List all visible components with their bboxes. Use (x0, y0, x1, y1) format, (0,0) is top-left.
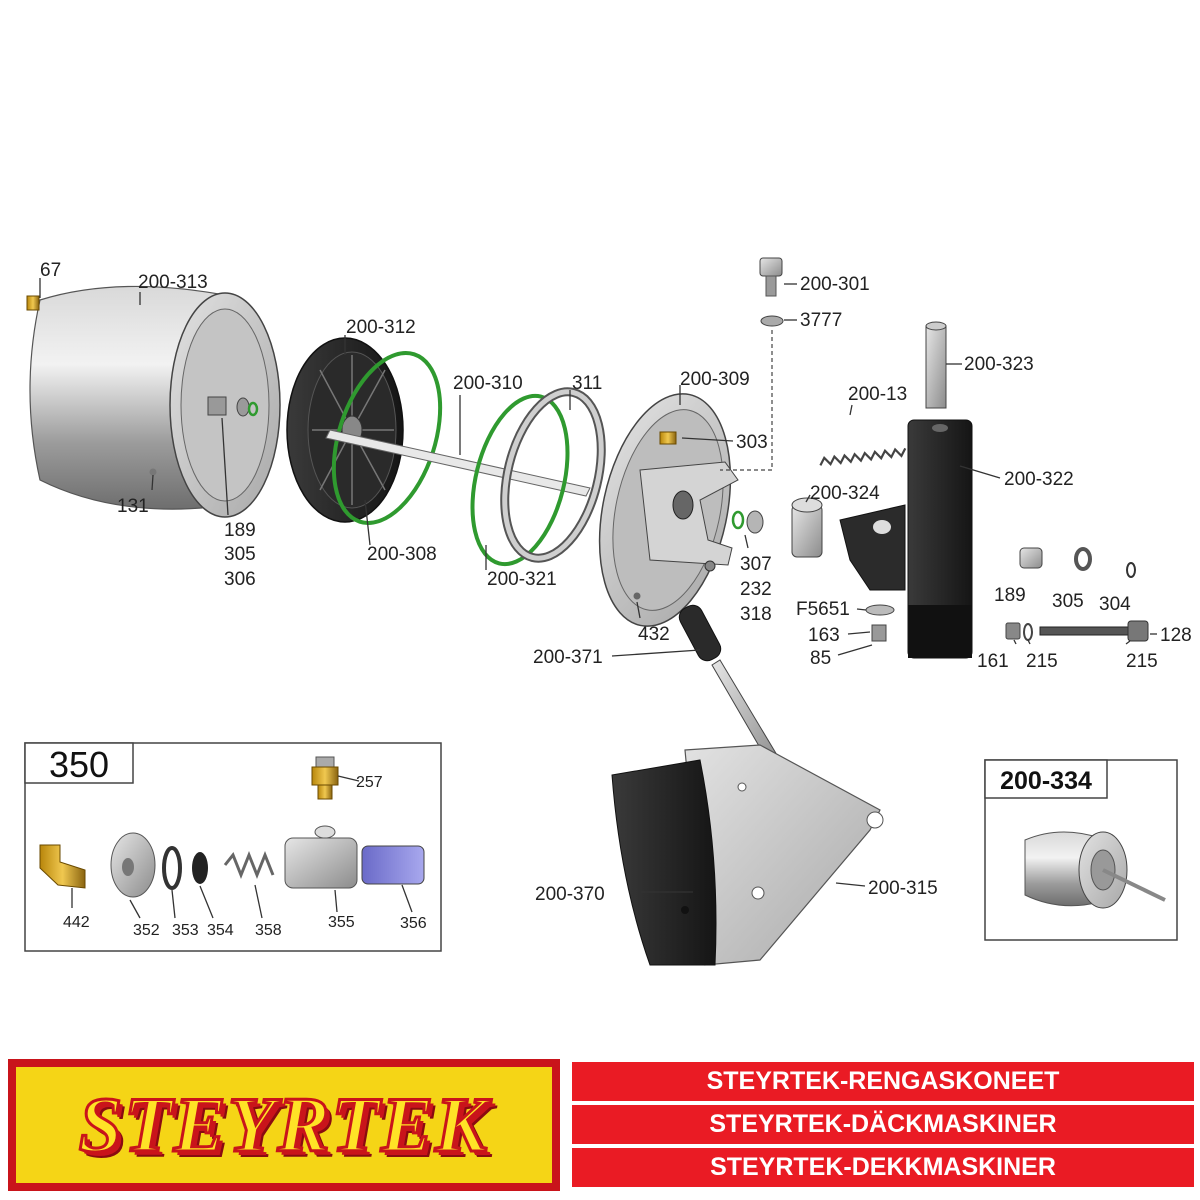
label-257: 257 (356, 774, 383, 791)
steyrtek-logo-text: STEYRTEK (77, 1080, 490, 1170)
exploded-parts-diagram: 67 200-313 131 189 305 306 200-312 200-3… (24, 257, 1192, 966)
label-189a: 189 (224, 520, 256, 541)
label-356: 356 (400, 915, 427, 932)
label-85: 85 (810, 648, 831, 669)
label-3777: 3777 (800, 310, 842, 331)
seal-ring (500, 387, 606, 563)
label-215b: 215 (1126, 651, 1158, 672)
label-318: 318 (740, 604, 772, 625)
pedal-assembly (611, 604, 884, 966)
label-432: 432 (638, 624, 670, 645)
brand-footer: STEYRTEK STEYRTEK-RENGASKONEET STEYRTEK-… (0, 1055, 1200, 1200)
label-161: 161 (977, 651, 1009, 672)
label-358: 358 (255, 922, 282, 939)
label-355: 355 (328, 914, 355, 931)
label-200-312: 200-312 (346, 317, 416, 338)
label-303: 303 (736, 432, 768, 453)
label-200-371: 200-371 (533, 647, 603, 668)
piston-rod (325, 429, 591, 497)
leader-lines (39, 278, 1157, 893)
label-200-313: 200-313 (138, 272, 208, 293)
steyrtek-logo: STEYRTEK (8, 1059, 560, 1191)
label-200-322: 200-322 (1004, 469, 1074, 490)
label-305a: 305 (224, 544, 256, 565)
label-200-309: 200-309 (680, 369, 750, 390)
inset-350-title: 350 (49, 744, 109, 785)
label-232: 232 (740, 579, 772, 600)
label-200-301: 200-301 (800, 274, 870, 295)
tension-spring (819, 447, 907, 467)
label-215a: 215 (1026, 651, 1058, 672)
inset-200-334-title: 200-334 (1000, 767, 1092, 795)
label-189b: 189 (994, 585, 1026, 606)
o-ring-medium (470, 393, 570, 567)
label-305b: 305 (1052, 591, 1084, 612)
bushing (791, 497, 823, 558)
banner-swedish: STEYRTEK-DÄCKMASKINER (572, 1105, 1194, 1144)
diaphragm-piston (286, 337, 404, 523)
pivot-pin (925, 321, 947, 409)
label-354: 354 (207, 922, 234, 939)
label-131: 131 (117, 496, 149, 517)
label-200-13: 200-13 (848, 384, 907, 405)
label-200-321: 200-321 (487, 569, 557, 590)
label-F5651: F5651 (796, 599, 850, 620)
label-200-323: 200-323 (964, 354, 1034, 375)
label-352: 352 (133, 922, 160, 939)
top-screw (720, 257, 784, 471)
label-353: 353 (172, 922, 199, 939)
banner-finnish: STEYRTEK-RENGASKONEET (572, 1062, 1194, 1101)
cylinder-barrel (26, 285, 281, 518)
label-200-315: 200-315 (868, 878, 938, 899)
inset-350: 350 257 442 352 353 354 358 355 356 (24, 742, 442, 952)
label-200-370: 200-370 (535, 884, 605, 905)
label-311: 311 (572, 373, 602, 394)
callout-labels: 67 200-313 131 189 305 306 200-312 200-3… (40, 260, 1192, 905)
mounting-bracket (839, 504, 906, 591)
label-442: 442 (63, 914, 90, 931)
label-304: 304 (1099, 594, 1131, 615)
pedal-arm-block (907, 419, 973, 659)
label-307: 307 (740, 554, 772, 575)
label-306: 306 (224, 569, 256, 590)
label-163: 163 (808, 625, 840, 646)
label-67: 67 (40, 260, 61, 281)
label-200-310: 200-310 (453, 373, 523, 394)
label-200-324: 200-324 (810, 483, 880, 504)
steyrtek-logo-background: STEYRTEK (16, 1067, 552, 1183)
end-flange (598, 393, 764, 627)
banner-norwegian: STEYRTEK-DEKKMASKINER (572, 1148, 1194, 1187)
label-200-308: 200-308 (367, 544, 437, 565)
label-128: 128 (1160, 625, 1192, 646)
inset-200-334: 200-334 (984, 759, 1178, 941)
